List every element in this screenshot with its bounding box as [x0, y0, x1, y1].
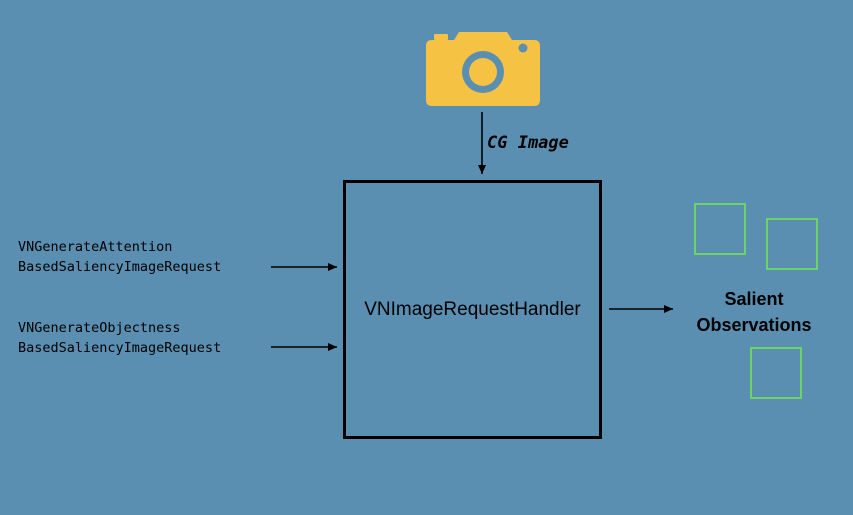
attention-request-label: VNGenerateAttention BasedSaliencyImageRe…	[18, 237, 221, 277]
camera-lens	[469, 58, 497, 86]
request-handler-label: VNImageRequestHandler	[364, 298, 581, 320]
attention-request-line2: BasedSaliencyImageRequest	[18, 259, 222, 275]
attention-request-line1: VNGenerateAttention	[18, 239, 173, 255]
salient-region-box	[694, 203, 746, 255]
salient-observations-label: Salient Observations	[682, 286, 826, 338]
input-image-label: CG Image	[487, 133, 569, 153]
salient-region-box	[766, 218, 818, 270]
camera-shutter	[434, 34, 448, 40]
objectness-request-label: VNGenerateObjectness BasedSaliencyImageR…	[18, 318, 221, 358]
output-line2: Observations	[696, 315, 812, 335]
request-handler-box: VNImageRequestHandler	[343, 180, 602, 439]
camera-icon	[426, 32, 540, 106]
objectness-request-line1: VNGenerateObjectness	[18, 320, 181, 336]
objectness-request-line2: BasedSaliencyImageRequest	[18, 340, 222, 356]
salient-region-box	[750, 347, 802, 399]
output-line1: Salient	[724, 289, 784, 309]
camera-flash	[518, 43, 528, 53]
